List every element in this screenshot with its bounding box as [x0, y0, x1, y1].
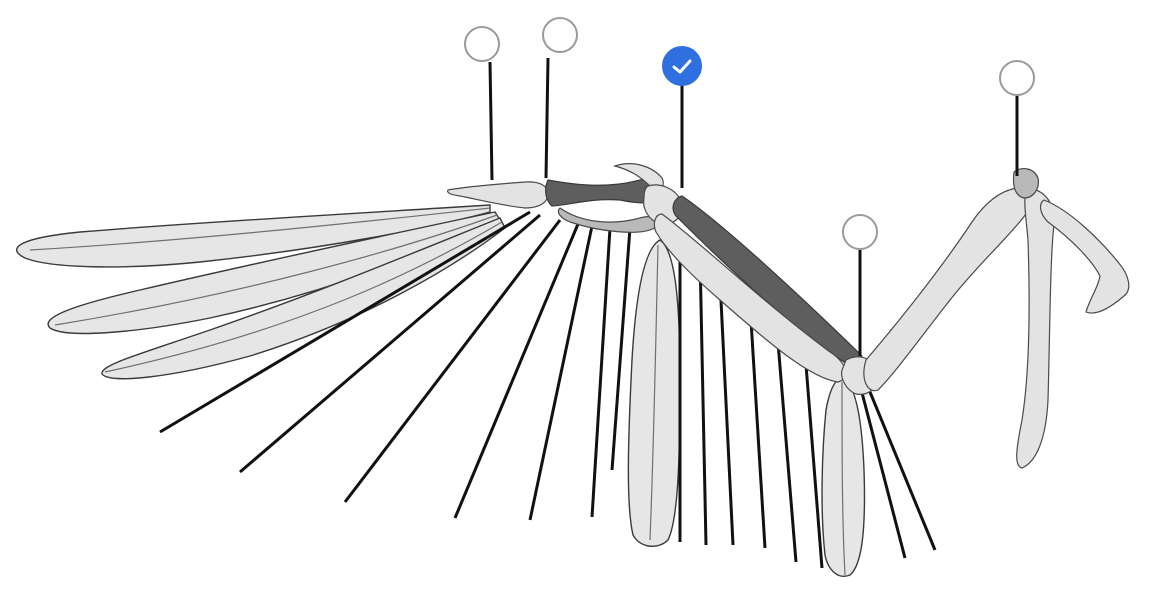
empty-circle-icon: [1000, 61, 1034, 95]
carpometacarpus-bone: [546, 180, 659, 206]
coracoid-bone: [1017, 188, 1055, 468]
radius-bone: [654, 214, 845, 382]
primary-feathers: [17, 205, 505, 379]
marker-3[interactable]: [663, 47, 701, 85]
marker-1[interactable]: [465, 27, 499, 61]
empty-circle-icon: [543, 18, 577, 52]
marker-4[interactable]: [1000, 61, 1034, 95]
marker-group: [465, 18, 1034, 249]
scapula-bone: [1041, 200, 1129, 313]
marker-2[interactable]: [543, 18, 577, 52]
empty-circle-icon: [465, 27, 499, 61]
humerus-bone: [864, 188, 1030, 391]
leader-line-1: [490, 62, 492, 180]
empty-circle-icon: [843, 215, 877, 249]
leader-line-2: [546, 58, 548, 178]
marker-5[interactable]: [843, 215, 877, 249]
metacarpal-bone: [558, 208, 656, 232]
phalanx-bone: [448, 182, 548, 208]
checkmark-icon: [663, 47, 701, 85]
